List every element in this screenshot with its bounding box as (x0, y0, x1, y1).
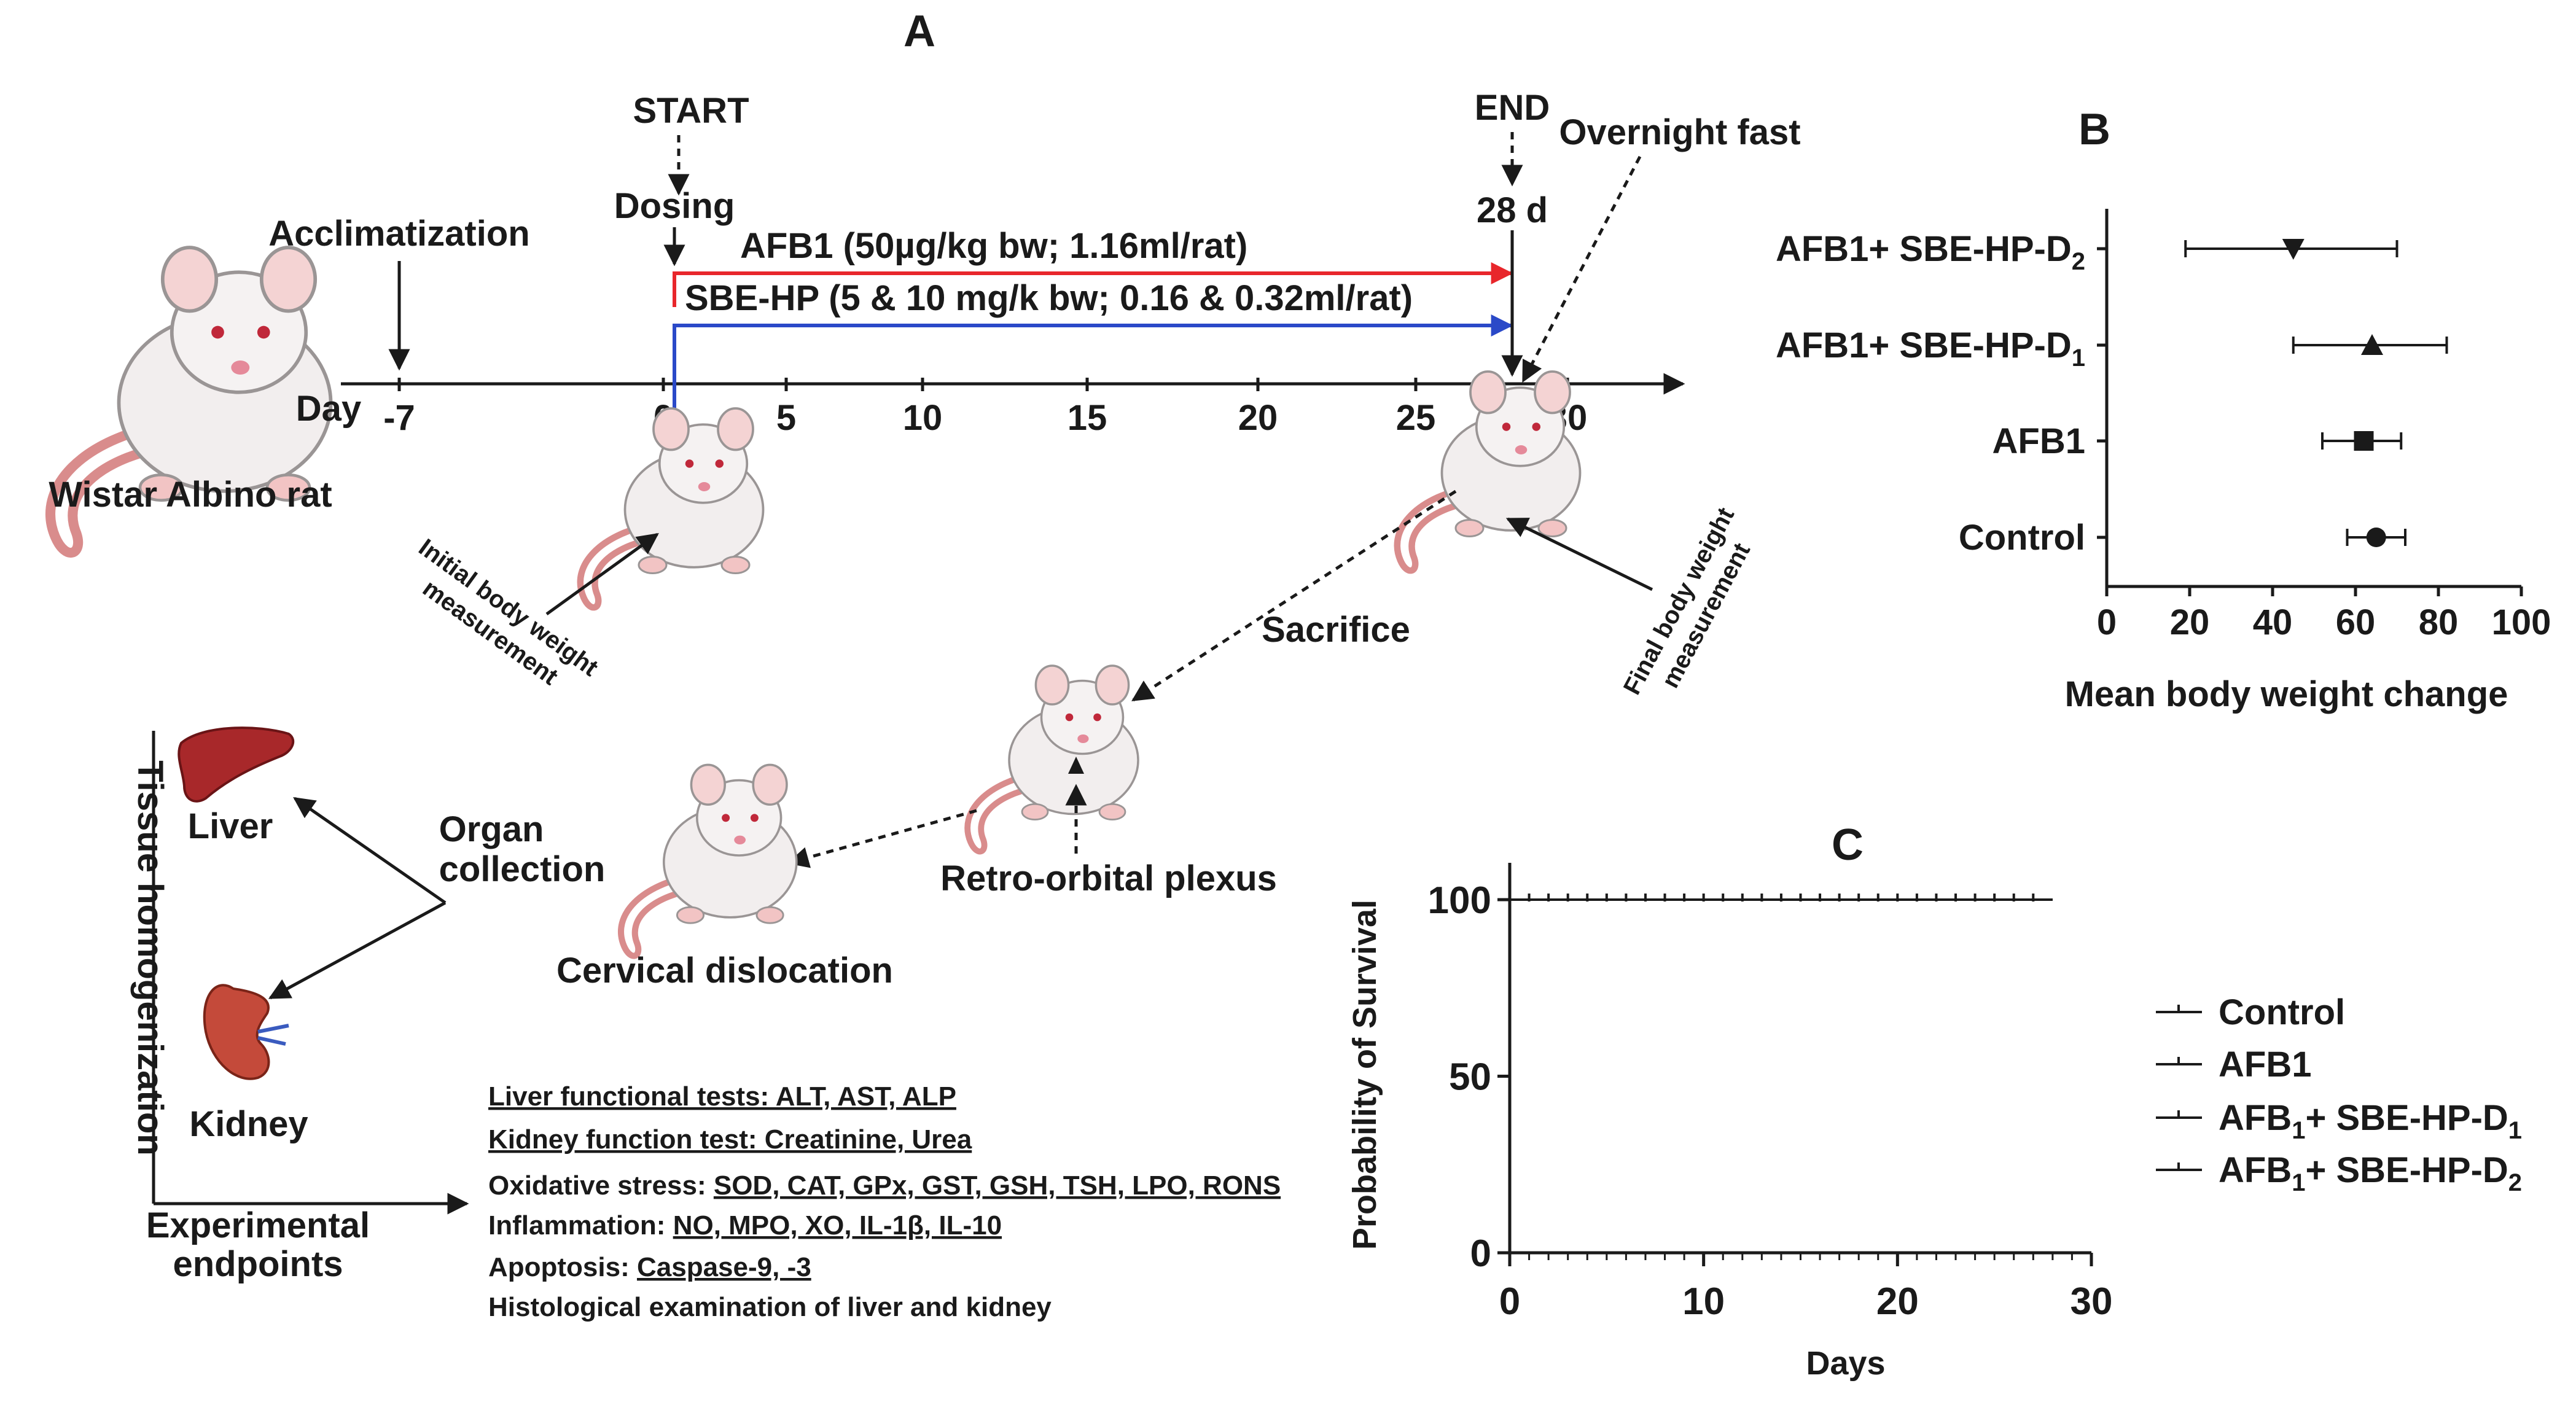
initial-weight-caption: Initial body weight measurement (414, 534, 603, 690)
liver-icon (178, 726, 295, 803)
day28-label: 28 d (1477, 190, 1548, 230)
panel-a-label: A (904, 7, 935, 56)
organ-arrow-liver (293, 796, 447, 905)
acclimatization-label: Acclimatization (268, 214, 529, 254)
kidney-vessels (257, 1024, 289, 1046)
sbe-arrow-label: SBE-HP (5 & 10 mg/k bw; 0.16 & 0.32ml/ra… (685, 278, 1413, 318)
chart-b-point (2282, 239, 2305, 260)
organ-arrow-kidney (268, 901, 447, 1000)
retro-orbital-label: Retro-orbital plexus (940, 859, 1277, 898)
chart-c-legend-label: AFB1+ SBE-HP-D2 (2219, 1150, 2522, 1196)
sacrifice-dashed-arrow (1131, 489, 1457, 702)
dosing-label: Dosing (614, 186, 735, 226)
endpoint-list: Liver functional tests: ALT, AST, ALP Ki… (488, 1081, 1281, 1322)
initial-weight-arrow (545, 532, 659, 616)
timeline-tick-label: 15 (1067, 398, 1107, 438)
kidney-label: Kidney (189, 1104, 308, 1144)
overnight-fast-arrow (1521, 155, 1642, 383)
chart-b-category-label: AFB1+ SBE-HP-D2 (1776, 229, 2085, 275)
chart-b-x-tick-label: 20 (2170, 602, 2210, 642)
chart-c-legend-label: Control (2219, 992, 2345, 1032)
chart-c-y-tick-label: 100 (1428, 879, 1491, 922)
chart-b-category-label: Control (1959, 518, 2085, 558)
end-label: END (1475, 88, 1550, 128)
timeline-ticks: -7051015202530 (383, 378, 1587, 438)
liver-label: Liver (188, 806, 273, 846)
final-weight-caption: Final body weight measurement (1618, 503, 1755, 699)
overnight-fast-label: Overnight fast (1559, 112, 1800, 152)
chart-c-x-tick-label: 10 (1682, 1280, 1725, 1323)
endpoint-liver-tests: Liver functional tests: ALT, AST, ALP (488, 1081, 956, 1112)
start-label: START (633, 91, 749, 131)
sacrifice-label: Sacrifice (1262, 610, 1410, 650)
final-weight-arrow (1505, 517, 1653, 591)
chart-b-point (2354, 431, 2374, 451)
endpoint-oxidative-stress: Oxidative stress: SOD, CAT, GPx, GST, GS… (488, 1170, 1281, 1201)
organ-label-2: collection (439, 849, 606, 889)
timeline-tick-label: 20 (1238, 398, 1278, 438)
endpoints-label-2: endpoints (173, 1244, 343, 1284)
sbe-treatment-arrow (673, 314, 1513, 424)
chart-c-y-tick-label: 0 (1470, 1233, 1491, 1275)
endpoint-histology: Histological examination of liver and ki… (488, 1292, 1052, 1322)
organ-label-1: Organ (439, 809, 544, 849)
tissue-homogenization-label: Tissue homogenization (130, 760, 170, 1155)
chart-b-x-tick-label: 60 (2336, 602, 2376, 642)
timeline-tick-label: -7 (383, 398, 415, 438)
cervical-rat (621, 765, 797, 956)
endpoint-kidney-tests: Kidney function test: Creatinine, Urea (488, 1124, 972, 1155)
chart-c-x-tick-label: 0 (1499, 1280, 1520, 1323)
chart-b-category-label: AFB1 (1992, 421, 2085, 461)
chart-c-legend-label: AFB1+ SBE-HP-D1 (2219, 1098, 2522, 1144)
retro-orbital-rat (967, 666, 1138, 852)
afb1-treatment-arrow (673, 262, 1513, 307)
afb1-arrow-label: AFB1 (50µg/kg bw; 1.16ml/rat) (740, 226, 1247, 266)
chart-b-point (2361, 334, 2383, 355)
endpoint-inflammation: Inflammation: NO, MPO, XO, IL-1β, IL-10 (488, 1210, 1002, 1240)
chart-b-x-tick-label: 0 (2097, 602, 2117, 642)
panel-b-label: B (2078, 105, 2110, 154)
chart-b-point (2366, 528, 2386, 547)
endpoints-label-1: Experimental (146, 1205, 370, 1245)
chart-c-y-axis-label: Probability of Survival (1346, 900, 1383, 1250)
chart-b-x-axis-label: Mean body weight change (2065, 674, 2508, 714)
chart-b-x-tick-label: 40 (2253, 602, 2293, 642)
timeline-tick-label: 10 (903, 398, 943, 438)
chart-c-x-axis-label: Days (1806, 1345, 1885, 1382)
chart-c-legend-label: AFB1 (2219, 1045, 2311, 1085)
chart-c-y-tick-label: 50 (1449, 1056, 1491, 1099)
initial-weight-rat (580, 408, 763, 607)
chart-b-x-tick-label: 80 (2419, 602, 2459, 642)
cervical-dashed-arrow (787, 809, 977, 868)
panel-c-label: C (1832, 820, 1864, 870)
timeline-tick-label: 25 (1396, 398, 1436, 438)
rat-caption: Wistar Albino rat (49, 475, 332, 515)
timeline-tick-label: 5 (776, 398, 796, 438)
chart-c-x-tick-label: 30 (2071, 1280, 2113, 1323)
endpoint-apoptosis: Apoptosis: Caspase-9, -3 (488, 1252, 811, 1282)
chart-c-x-tick-label: 20 (1876, 1280, 1919, 1323)
kidney-icon (203, 984, 270, 1080)
day-label: Day (296, 389, 361, 429)
retro-orbital-marker (1068, 757, 1084, 774)
chart-b-x-tick-label: 100 (2492, 602, 2551, 642)
chart-b-category-label: AFB1+ SBE-HP-D1 (1776, 325, 2085, 372)
cervical-label: Cervical dislocation (556, 951, 893, 991)
